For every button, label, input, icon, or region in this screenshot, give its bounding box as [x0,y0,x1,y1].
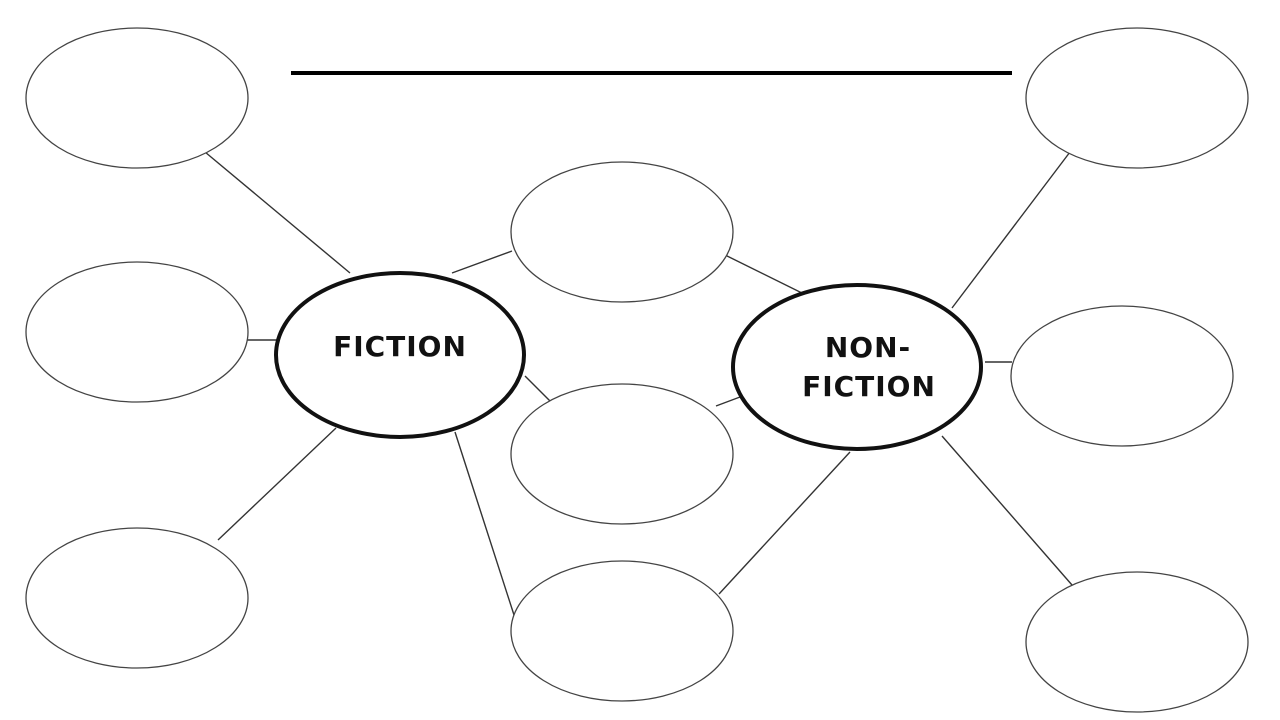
hub-nonfiction [731,283,983,451]
bubble-left-bottom [25,527,249,669]
bubble-left-middle [25,261,249,403]
bubble-right-top [1025,27,1249,169]
hub-fiction [274,271,526,439]
connector-fiction-top-left [204,151,351,274]
hub-nonfiction-label-line2: FICTION [802,370,936,403]
bubble-center-top [510,161,734,303]
bubble-center-middle [510,383,734,525]
connector-fiction-bottom-left [217,427,337,541]
bubble-right-bottom [1025,571,1249,713]
connector-nonfiction-center-bottom [718,451,851,595]
connector-nonfiction-center-top [718,251,809,297]
bubble-center-bottom [510,560,734,702]
bubble-right-middle [1010,305,1234,447]
connector-fiction-center-top [451,250,513,274]
connector-nonfiction-bottom-right [941,435,1073,586]
hub-nonfiction-label-line1: NON- [825,331,911,364]
connector-fiction-center-bottom [454,431,515,616]
connector-nonfiction-top-right [951,151,1071,309]
hub-fiction-label: FICTION [333,330,467,363]
bubble-left-top [25,27,249,169]
